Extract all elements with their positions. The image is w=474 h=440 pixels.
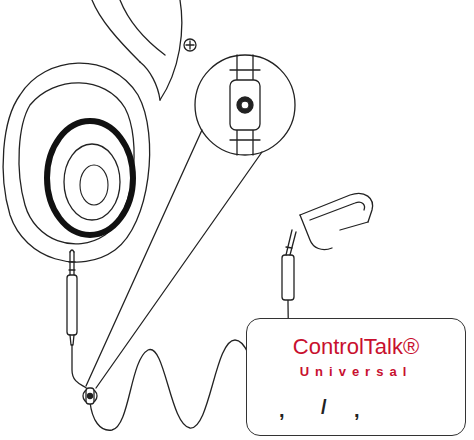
separator-mark: / (321, 397, 327, 417)
separator-mark: , (354, 400, 360, 420)
brand-subtitle: Universal (300, 365, 413, 379)
separator-mark: , (279, 400, 285, 420)
brand-name: ControlTalk® (293, 335, 419, 359)
